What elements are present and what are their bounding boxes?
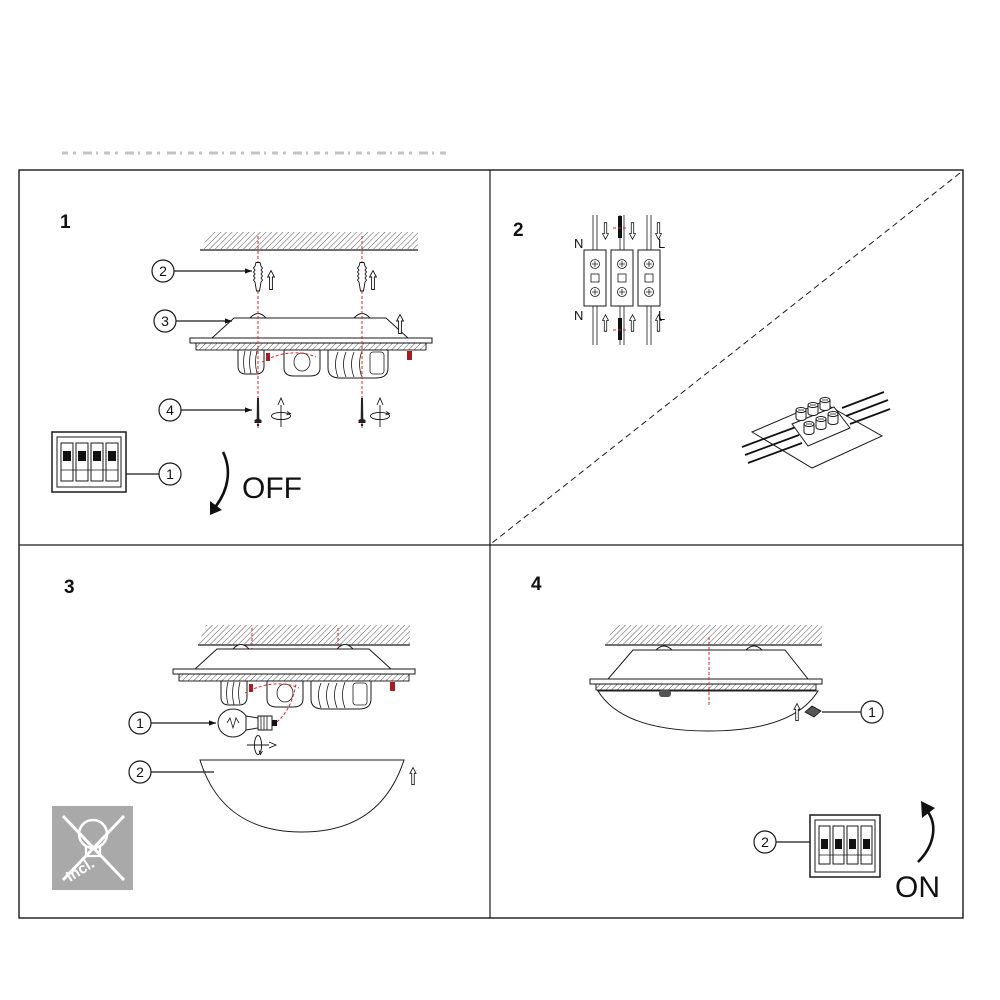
ceiling xyxy=(200,232,418,251)
callout-bulb: 1 xyxy=(128,711,216,735)
callout-shade: 2 xyxy=(128,760,214,784)
glass-shade xyxy=(199,759,405,833)
curved-arrow-icon xyxy=(210,451,230,515)
thumbscrew-icon xyxy=(804,705,822,718)
switch-on-label: ON xyxy=(895,871,940,904)
svg-text:1: 1 xyxy=(166,466,174,482)
mounted-fixture xyxy=(589,645,823,732)
terminal-wiring-schematic: N L N L xyxy=(574,215,665,345)
svg-text:4: 4 xyxy=(166,402,174,418)
outer-frame xyxy=(18,169,964,919)
callout-base: 3 xyxy=(153,309,232,333)
fuse-box-icon xyxy=(809,814,881,878)
callout-switch: 2 xyxy=(753,830,810,854)
light-bulb xyxy=(217,708,277,738)
ceiling xyxy=(605,625,822,646)
terminal-block-isometric xyxy=(741,391,891,469)
bulb-guide-line xyxy=(276,683,297,723)
svg-text:2: 2 xyxy=(761,834,769,850)
fuse-box-icon xyxy=(51,431,127,493)
callout-switch: 1 xyxy=(126,462,182,486)
step-number: 1 xyxy=(60,212,71,233)
svg-text:1: 1 xyxy=(868,704,876,720)
panel-2: 2 xyxy=(513,215,891,469)
live-label: L xyxy=(658,236,665,251)
step-number: 4 xyxy=(531,574,542,595)
neutral-label: N xyxy=(574,236,583,251)
panel-3: 3 1 2 xyxy=(52,577,417,890)
svg-text:2: 2 xyxy=(159,263,167,279)
svg-text:1: 1 xyxy=(136,715,144,731)
svg-text:3: 3 xyxy=(161,313,169,329)
bulb-included-icon: Incl. xyxy=(52,806,133,890)
curved-arrow-icon xyxy=(917,801,935,863)
panel-grid xyxy=(18,169,964,919)
panel-4: 4 1 xyxy=(531,574,940,904)
svg-text:2: 2 xyxy=(136,764,144,780)
step-number: 3 xyxy=(64,577,75,598)
ceiling xyxy=(198,625,410,646)
switch-off-label: OFF xyxy=(242,472,302,505)
callout-thumbscrew: 1 xyxy=(822,700,884,724)
panel-1: 1 2 3 4 xyxy=(51,212,433,515)
neutral-label: N xyxy=(574,308,583,323)
live-label: L xyxy=(658,308,665,323)
callout-screw: 4 xyxy=(158,398,252,422)
callout-anchor: 2 xyxy=(151,259,252,283)
step-number: 2 xyxy=(513,220,524,241)
